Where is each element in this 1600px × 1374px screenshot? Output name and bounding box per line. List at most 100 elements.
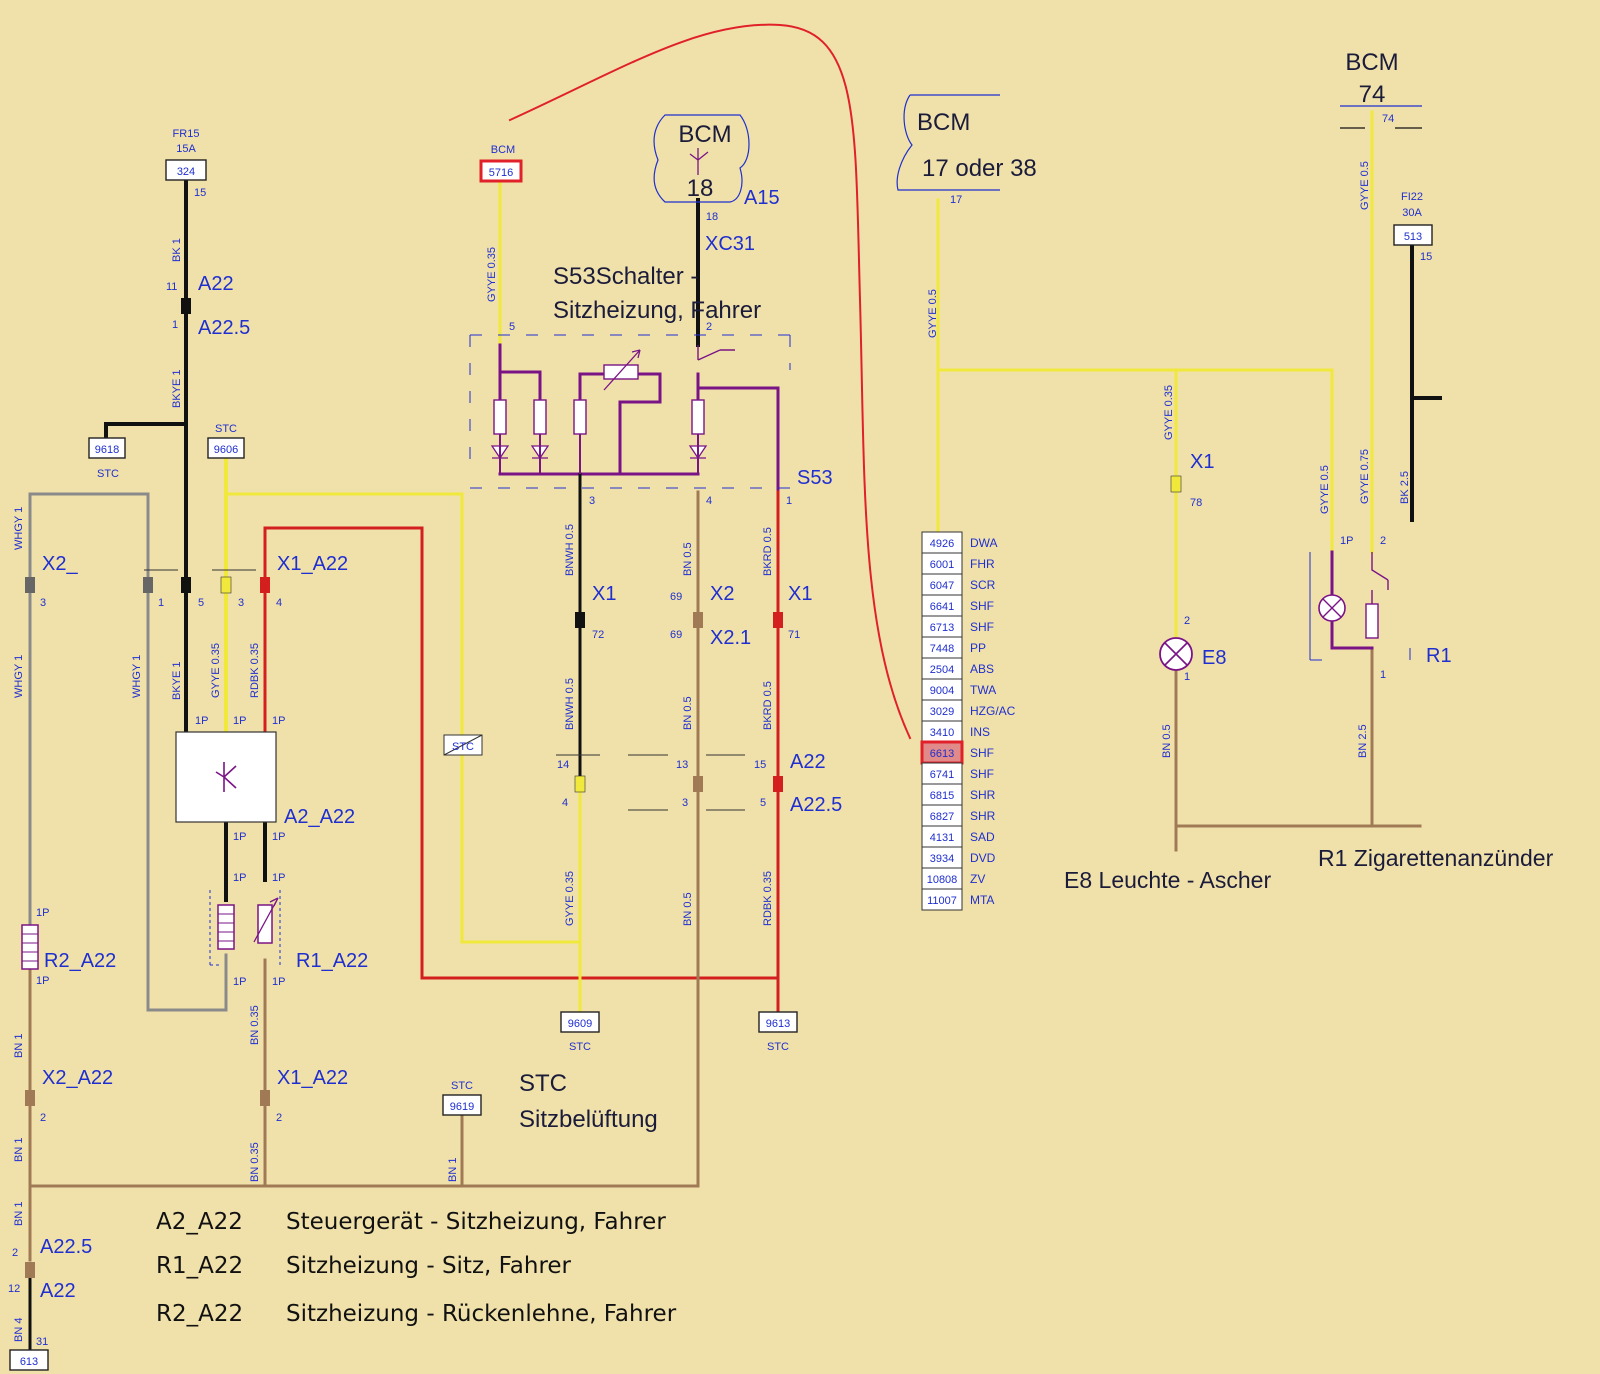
wl-bn05a: BN 0.5 (682, 542, 694, 576)
bcm-table-func: DVD (970, 851, 996, 865)
bcm-right-pin-small: 17 (950, 194, 962, 206)
a2-a22-label: A2_A22 (284, 806, 355, 828)
r1-a22-arrow (253, 897, 279, 943)
pins (25, 298, 1182, 1278)
r1-heater-icon (1365, 603, 1379, 639)
box-9613-text: 9613 (766, 1018, 790, 1030)
labels: FR15 15A 324 15 BCM 5716 BCM 18 A15 18 X… (8, 49, 1554, 1368)
a15-label: A15 (744, 187, 780, 209)
bcm-table-code: 9004 (930, 685, 954, 697)
wl-bkye1b: BKYE 1 (171, 661, 183, 700)
r2-a22-grid (22, 933, 38, 962)
bcm-table-code: 2504 (930, 664, 954, 676)
e8-caption: E8 Leuchte - Ascher (1064, 867, 1271, 893)
pin-p12: 12 (8, 1283, 20, 1295)
wire-whgy-left (28, 492, 228, 1012)
r1-a22-heater (257, 904, 273, 944)
bcm-table-func: SHR (970, 788, 996, 802)
wl-bn05c: BN 0.5 (682, 892, 694, 926)
s53-res-1 (493, 399, 507, 435)
a22-bottom: A22 (40, 1280, 76, 1302)
pin-1p-c: 1P (272, 715, 285, 727)
s53-res-4 (691, 399, 705, 435)
bcm-right-outline (896, 94, 1000, 191)
pin-p2r1: 2 (1380, 535, 1386, 547)
pin-p1r1: 1 (1380, 669, 1386, 681)
bcm-table-code: 6047 (930, 580, 954, 592)
s53-pot-arrow (603, 349, 641, 391)
wl-bn1b: BN 1 (13, 1138, 25, 1162)
fr15-pin: 15 (194, 187, 206, 199)
fr15-name: FR15 (173, 128, 200, 140)
pin-1p-i: 1P (272, 976, 285, 988)
legend-code-3: R2_A22 (156, 1301, 243, 1327)
pin-x1-71 (773, 612, 783, 628)
stc-inline-slash (443, 734, 483, 756)
pin-p71a: 71 (788, 629, 800, 641)
wl-bnwh05a: BNWH 0.5 (564, 524, 576, 576)
pin-x1-5 (181, 577, 191, 593)
wl-gyye075: GYYE 0.75 (1359, 449, 1371, 504)
box-9618 (88, 437, 126, 459)
bcm-table-code: 6713 (930, 622, 954, 634)
stc-title-1: STC (519, 1070, 567, 1097)
pin-x1-e8 (1170, 475, 1182, 493)
wl-whgy1c: WHGY 1 (131, 655, 143, 698)
legend: A2_A22 Steuergerät - Sitzheizung, Fahrer… (156, 1209, 677, 1327)
legend-desc-1: Steuergerät - Sitzheizung, Fahrer (286, 1209, 666, 1235)
wl-whgy1b: WHGY 1 (13, 655, 25, 698)
pin-p3c: 3 (682, 797, 688, 809)
wl-bn1a: BN 1 (13, 1034, 25, 1058)
r1-lamp-cross (1322, 598, 1342, 618)
heater-dash-frame (209, 890, 281, 966)
pin-1p-d: 1P (233, 831, 246, 843)
a22-mid: A22 (790, 751, 826, 773)
a22-5-mid: A22.5 (790, 794, 842, 816)
wires (28, 23, 1442, 1352)
pin-a22-15 (773, 776, 783, 792)
pin-p3: 3 (40, 597, 46, 609)
pin-p2a: 2 (40, 1112, 46, 1124)
transistor-icon (215, 762, 237, 792)
legend-code-2: R1_A22 (156, 1253, 243, 1279)
pin-p4b: 4 (562, 797, 568, 809)
pin-1p-r1: 1P (1340, 535, 1353, 547)
bcm-table-func: SCR (970, 578, 996, 592)
bcm-table-code: 10808 (927, 874, 958, 886)
pin-p3b: 3 (238, 597, 244, 609)
pin-p15: 15 (754, 759, 766, 771)
a2-a22-box (175, 731, 277, 823)
pin-x1-4 (260, 577, 270, 593)
x1-right: X1 (788, 583, 812, 605)
fi22-amp: 30A (1402, 207, 1422, 219)
pin-a22-14 (574, 775, 586, 793)
s53-pin2: 2 (706, 321, 712, 333)
bcm-table-code: 6815 (930, 790, 954, 802)
bcm-table-func: SHF (970, 620, 994, 634)
wire-purple-s53-mid (578, 372, 662, 476)
r1-label: R1 (1426, 645, 1452, 667)
fi22-box-text: 513 (1404, 231, 1422, 243)
box-5716 (479, 159, 523, 183)
bcm-table-func: TWA (970, 683, 996, 697)
a22-top: A22 (198, 273, 234, 295)
bcm-table-func: SHR (970, 809, 996, 823)
bcm-far-pin-small: 74 (1382, 113, 1394, 125)
x2-short: X2_ (42, 553, 78, 575)
bcm-table-func: SAD (970, 830, 995, 844)
wl-gyye035b: GYYE 0.35 (486, 247, 498, 302)
bcm-table-code: 6001 (930, 559, 954, 571)
fi22-name: FI22 (1401, 191, 1423, 203)
e8-lamp-cross (1164, 642, 1188, 666)
wl-bn05e8: BN 0.5 (1161, 724, 1173, 758)
x1-a22-top: X1_A22 (277, 553, 348, 575)
stc-inline-text: STC (452, 741, 474, 753)
bcm-table-func: HZG/AC (970, 704, 1016, 718)
wl-bn4: BN 4 (13, 1318, 25, 1342)
x1-e8: X1 (1190, 451, 1214, 473)
legend-code-1: A2_A22 (156, 1209, 243, 1235)
bcm-table-code: 3934 (930, 853, 954, 865)
box-5716-text: 5716 (489, 167, 513, 179)
pin-p31: 31 (36, 1336, 48, 1348)
